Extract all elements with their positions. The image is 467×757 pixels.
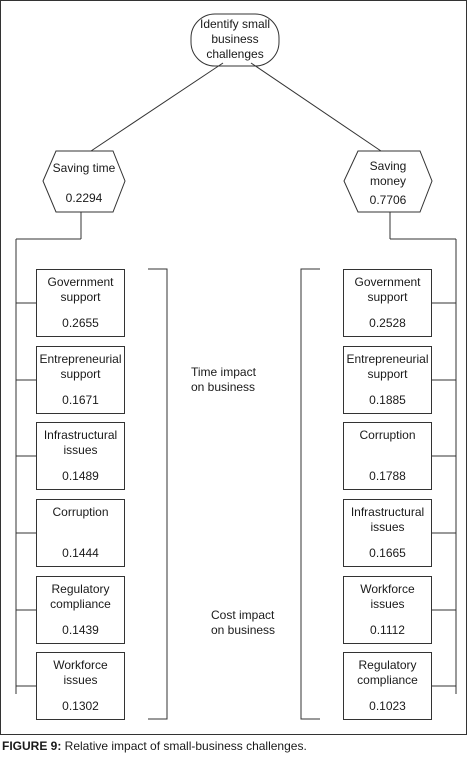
root-node-label: Identify small business challenges (199, 17, 271, 61)
time-item-value: 0.1671 (62, 393, 99, 407)
figure-caption-prefix: FIGURE 9: (2, 739, 62, 753)
time-item-value: 0.1489 (62, 469, 99, 483)
criterion-saving-money-shape (343, 150, 433, 213)
cost-item-box: Corruption 0.1788 (343, 422, 432, 490)
cost-item-value: 0.1885 (369, 393, 406, 407)
cost-item-value: 0.1665 (369, 546, 406, 560)
cost-item-box: Entrepreneurial support 0.1885 (343, 346, 432, 414)
criterion-saving-money-value: 0.7706 (369, 193, 407, 207)
figure-caption: FIGURE 9: Relative impact of small-busin… (2, 739, 307, 753)
cost-item-label: Government support (354, 275, 421, 304)
time-item-box: Workforce issues 0.1302 (36, 652, 125, 720)
cost-item-value: 0.1023 (369, 699, 406, 713)
time-item-box: Government support 0.2655 (36, 269, 125, 337)
time-item-box: Infrastructural issues 0.1489 (36, 422, 125, 490)
cost-impact-label: Cost impact on business (211, 608, 276, 637)
time-item-value: 0.2655 (62, 316, 99, 330)
criterion-saving-time-shape (42, 150, 126, 213)
root-node-shape (190, 13, 280, 67)
time-item-box: Regulatory compliance 0.1439 (36, 576, 125, 644)
time-item-box: Corruption 0.1444 (36, 499, 125, 567)
cost-item-label: Infrastructural issues (350, 505, 425, 534)
time-item-label: Infrastructural issues (43, 428, 118, 457)
time-item-label: Regulatory compliance (50, 582, 111, 611)
figure-caption-text: Relative impact of small-business challe… (61, 739, 307, 753)
time-item-value: 0.1302 (62, 699, 99, 713)
cost-item-box: Government support 0.2528 (343, 269, 432, 337)
cost-item-box: Regulatory compliance 0.1023 (343, 652, 432, 720)
cost-item-value: 0.1112 (370, 623, 405, 637)
time-impact-label: Time impact on business (191, 365, 256, 394)
cost-item-box: Workforce issues 0.1112 (343, 576, 432, 644)
time-item-label: Workforce issues (53, 658, 108, 687)
cost-item-label: Workforce issues (360, 582, 415, 611)
cost-item-label: Corruption (359, 428, 416, 442)
time-item-label: Corruption (52, 505, 109, 519)
cost-item-value: 0.1788 (369, 469, 406, 483)
criterion-saving-time-value: 0.2294 (65, 191, 103, 205)
cost-item-label: Entrepreneurial support (346, 352, 429, 381)
time-item-label: Entrepreneurial support (39, 352, 122, 381)
time-item-value: 0.1444 (62, 546, 99, 560)
time-item-value: 0.1439 (62, 623, 99, 637)
time-item-box: Entrepreneurial support 0.1671 (36, 346, 125, 414)
connector-lines (15, 13, 457, 720)
criterion-saving-time-label: Saving time (52, 161, 116, 175)
cost-item-label: Regulatory compliance (357, 658, 418, 687)
cost-item-value: 0.2528 (369, 316, 406, 330)
time-item-label: Government support (47, 275, 114, 304)
cost-item-box: Infrastructural issues 0.1665 (343, 499, 432, 567)
criterion-saving-money-label: Saving money (369, 159, 407, 188)
hierarchy-diagram: Identify small business challenges Savin… (0, 0, 467, 735)
